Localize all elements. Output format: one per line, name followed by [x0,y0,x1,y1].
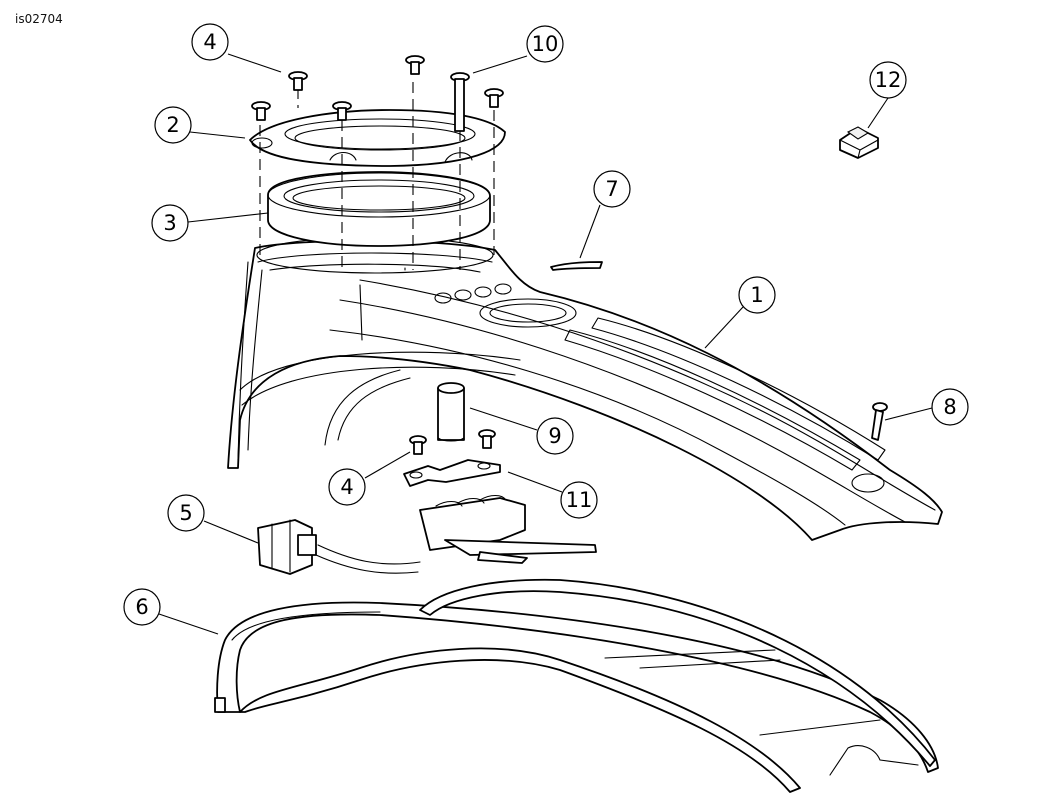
svg-text:7: 7 [605,177,618,201]
svg-text:6: 6 [135,595,148,619]
screw [332,101,352,121]
callout-11: 11 [560,481,598,519]
svg-text:1: 1 [750,283,763,307]
part-3-ring [267,171,491,247]
callout-2: 2 [154,106,192,144]
svg-text:3: 3 [163,211,176,235]
part-11-bracket [403,459,501,487]
svg-text:9: 9 [548,424,561,448]
figure-id: is02704 [15,12,63,26]
screw [484,88,504,108]
callout-8: 8 [931,388,969,426]
svg-text:12: 12 [875,68,902,92]
part-2-trim-ring [249,109,506,167]
part-6-lower-trim [214,578,939,793]
callout-12: 12 [869,61,907,99]
svg-text:5: 5 [179,501,192,525]
part-4-screws-lower [409,429,496,455]
callout-3: 3 [151,204,189,242]
callout-4-lower: 4 [328,468,366,506]
svg-text:4: 4 [203,30,216,54]
screw [288,71,308,91]
svg-text:10: 10 [532,32,559,56]
svg-text:2: 2 [166,113,179,137]
screw [478,429,496,449]
callout-4-top: 4 [191,23,229,61]
part-8-screw [871,402,888,441]
part-7-strip [550,261,603,271]
part-4-screws-top [251,55,504,121]
callout-6: 6 [123,588,161,626]
callout-10: 10 [526,25,564,63]
part-12-clip [839,126,879,159]
screw [251,101,271,121]
callout-5: 5 [167,494,205,532]
svg-text:4: 4 [340,475,353,499]
leader-lines [158,53,933,635]
callout-1: 1 [738,276,776,314]
callout-7: 7 [593,170,631,208]
svg-text:11: 11 [566,488,593,512]
part-9-spacer [437,382,465,442]
part-10-long-screw [450,72,470,132]
screw [409,435,427,455]
screw [405,55,425,75]
part-1-console [227,236,943,541]
part-5-connector-harness [257,494,597,575]
svg-text:8: 8 [943,395,956,419]
callout-9: 9 [536,417,574,455]
assembly-lines [259,82,495,270]
